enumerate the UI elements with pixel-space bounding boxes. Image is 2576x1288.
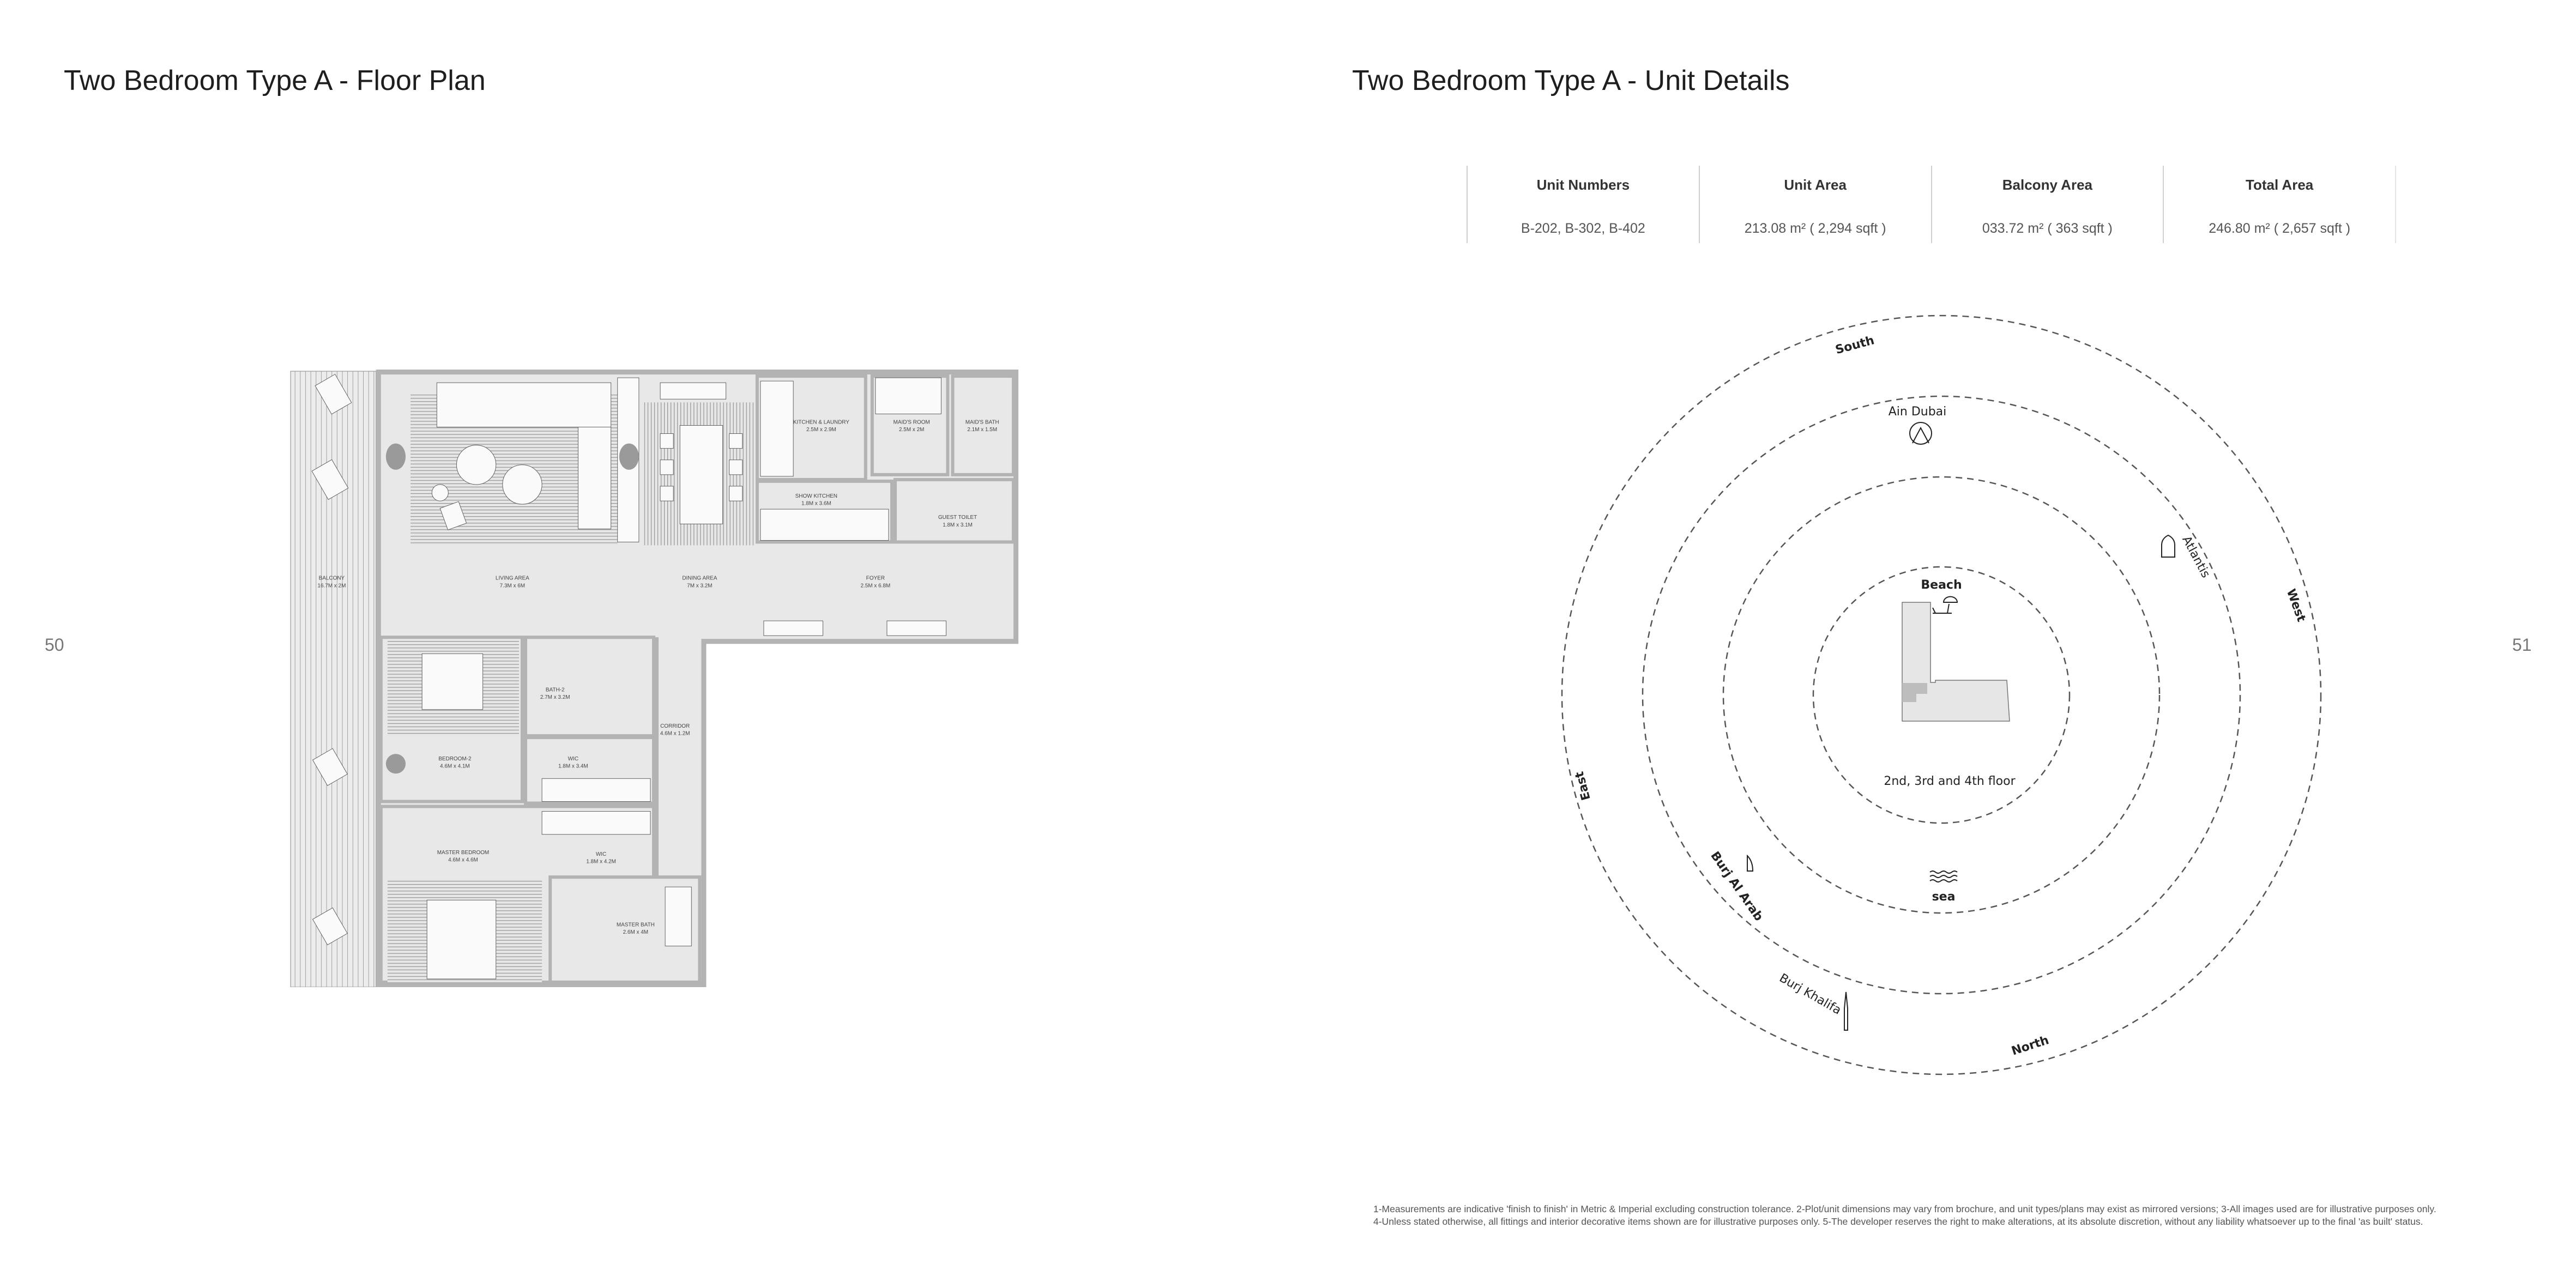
distance-rings (1561, 315, 2322, 1075)
table-header: Total Area (2246, 177, 2314, 193)
footnote-line-2: 4-Unless stated otherwise, all fittings … (1373, 1216, 2423, 1227)
ain-dubai-label: Ain Dubai (1889, 405, 1947, 419)
direction-north: North (2010, 1033, 2051, 1059)
direction-west: West (2284, 587, 2308, 624)
table-header: Balcony Area (2002, 177, 2092, 193)
table-header: Unit Numbers (1536, 177, 1630, 193)
furniture (311, 373, 946, 979)
orientation-diagram: 2nd, 3rd and 4th floor Beach Ain Dubai A… (1561, 315, 2322, 1075)
column-balcony-area: Balcony Area 033.72 m² ( 363 sqft ) (1931, 166, 2163, 243)
table-cell: 033.72 m² ( 363 sqft ) (1982, 221, 2113, 236)
column-unit-area: Unit Area 213.08 m² ( 2,294 sqft ) (1698, 166, 1931, 243)
column (619, 443, 639, 470)
column (385, 443, 406, 470)
atlantis-icon (2161, 534, 2175, 558)
burj-al-arab-icon (1747, 854, 1754, 872)
floor-plan-title: Two Bedroom Type A - Floor Plan (64, 65, 486, 96)
burj-khalifa-icon (1844, 991, 1848, 1031)
table-cell: 246.80 m² ( 2,657 sqft ) (2209, 221, 2351, 236)
page-number-right: 51 (2512, 635, 2532, 655)
page-number-left: 50 (45, 635, 64, 655)
svg-text:BEDROOM-24.6M x 4.1M: BEDROOM-24.6M x 4.1M (438, 756, 472, 770)
beach-icon (1932, 596, 1958, 614)
ain-dubai-icon (1909, 422, 1932, 445)
svg-text:BATH-22.7M x 3.2M: BATH-22.7M x 3.2M (540, 687, 570, 701)
column-total-area: Total Area 246.80 m² ( 2,657 sqft ) (2163, 166, 2396, 243)
burj-khalifa-label: Burj Khalifa (1777, 971, 1843, 1018)
building-footprint (1902, 602, 2010, 722)
beach-label: Beach (1921, 578, 1962, 592)
svg-text:MASTER BEDROOM1.8M x 4.2M4.6M: MASTER BEDROOM1.8M x 4.2M4.6M x 4.6M (437, 850, 490, 863)
sea-icon (1929, 870, 1958, 882)
direction-south: South (1834, 334, 1876, 357)
column (385, 754, 406, 774)
table-cell: 213.08 m² ( 2,294 sqft ) (1744, 221, 1886, 236)
sea-label: sea (1932, 890, 1956, 904)
burj-al-arab-label: Burj Al Arab (1708, 849, 1765, 924)
table-header: Unit Area (1784, 177, 1847, 193)
service-rooms (755, 374, 1015, 544)
floor-caption: 2nd, 3rd and 4th floor (1884, 775, 2016, 788)
unit-highlight (1902, 683, 1927, 702)
table-cell: B-202, B-302, B-402 (1521, 221, 1645, 236)
atlantis-label: Atlantis (2179, 534, 2212, 580)
footnote-line-1: 1-Measurements are indicative 'finish to… (1373, 1204, 2436, 1214)
unit-details-title: Two Bedroom Type A - Unit Details (1352, 65, 1790, 96)
